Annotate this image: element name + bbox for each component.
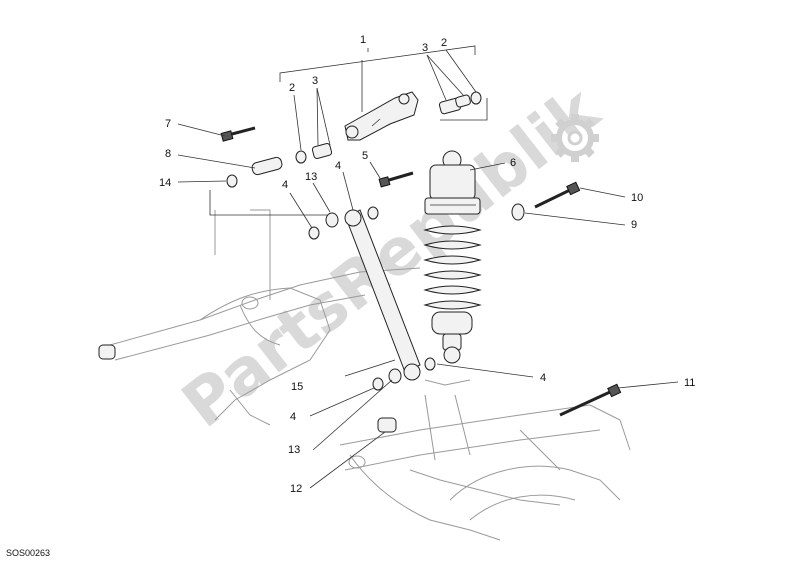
label-13-top: 13 bbox=[305, 171, 317, 183]
washer-4-lower bbox=[372, 377, 384, 391]
label-7: 7 bbox=[165, 118, 171, 130]
label-13-bottom: 13 bbox=[288, 444, 300, 456]
gear-icon bbox=[551, 114, 599, 162]
bushing-13-upper bbox=[325, 212, 339, 228]
washer-4-right bbox=[424, 357, 436, 371]
label-6: 6 bbox=[510, 157, 516, 169]
label-2-left: 2 bbox=[289, 82, 295, 94]
washer-4-upper-left bbox=[308, 226, 320, 240]
bolt-5 bbox=[378, 171, 414, 188]
washer-9 bbox=[511, 203, 525, 221]
label-1: 1 bbox=[360, 34, 366, 46]
bolt-7 bbox=[220, 126, 256, 142]
frame-bushing bbox=[98, 344, 116, 360]
label-12: 12 bbox=[290, 483, 302, 495]
label-2-top: 2 bbox=[441, 37, 447, 49]
watermark: PartsRepublik bbox=[169, 73, 614, 443]
bolt-11 bbox=[559, 383, 622, 417]
part-labels: 1 2 3 2 3 7 8 14 4 13 4 5 6 10 9 15 4 4 … bbox=[159, 34, 695, 495]
leader-lines bbox=[177, 49, 679, 489]
watermark-text: PartsRepublik bbox=[169, 73, 614, 443]
label-10: 10 bbox=[631, 192, 643, 204]
label-14: 14 bbox=[159, 177, 171, 189]
label-8: 8 bbox=[165, 148, 171, 160]
label-4-left: 4 bbox=[282, 179, 288, 191]
connecting-rod-15 bbox=[344, 209, 421, 381]
label-11: 11 bbox=[684, 377, 695, 389]
rocker-bushings bbox=[295, 91, 482, 164]
label-9: 9 bbox=[631, 219, 637, 231]
label-4-bottom: 4 bbox=[290, 411, 296, 423]
bushing-12 bbox=[377, 417, 397, 433]
frame-outline bbox=[109, 209, 631, 541]
label-15: 15 bbox=[291, 381, 303, 393]
spacer-8 bbox=[251, 156, 283, 176]
shock-absorber-6 bbox=[423, 150, 482, 364]
label-5: 5 bbox=[362, 150, 368, 162]
diagram-code: SOS00263 bbox=[6, 548, 50, 558]
group-1-bracket bbox=[209, 45, 488, 216]
bushing-13-lower-mid bbox=[388, 368, 402, 384]
rocker-linkage bbox=[344, 91, 419, 141]
label-3-left: 3 bbox=[312, 75, 318, 87]
label-4-right: 4 bbox=[540, 372, 546, 384]
label-3-top: 3 bbox=[422, 42, 428, 54]
washer-14 bbox=[226, 174, 238, 188]
label-4-mid: 4 bbox=[335, 160, 341, 172]
washer-4-upper-right bbox=[367, 206, 379, 220]
bolt-10 bbox=[534, 181, 581, 209]
